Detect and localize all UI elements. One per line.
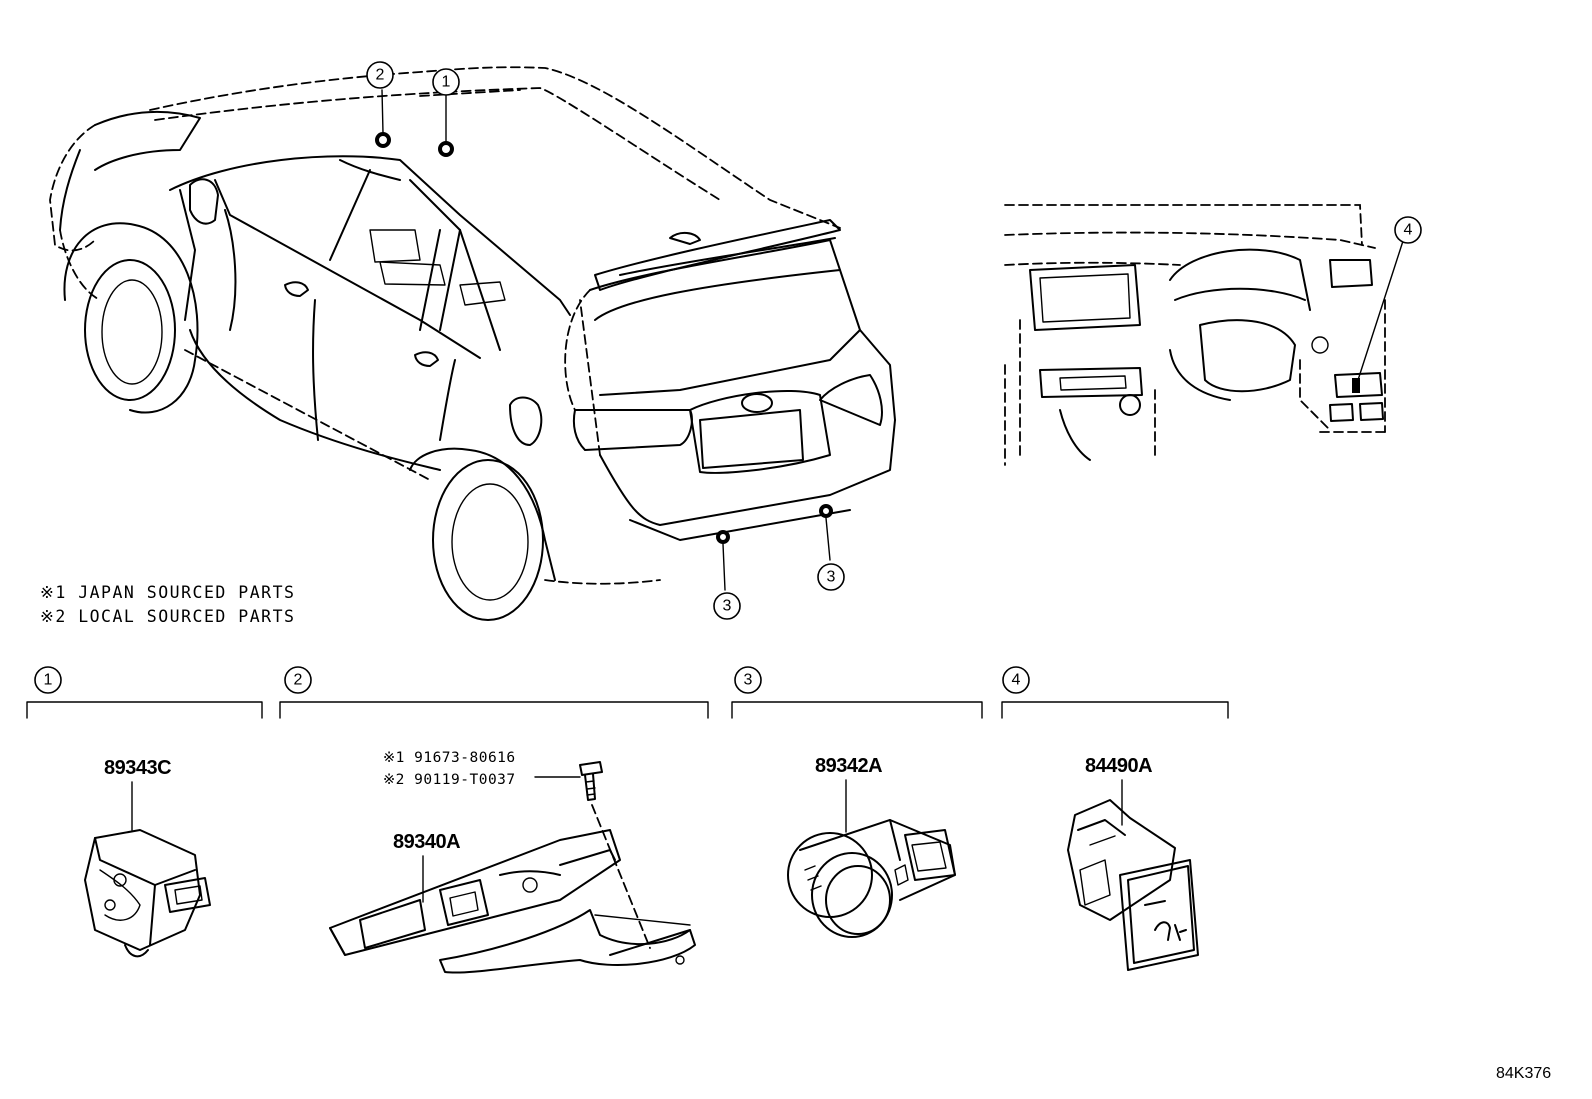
part-number-89343C: 89343C [104,757,171,779]
sensor-location-2-dot [375,132,391,148]
svg-text:4: 4 [1012,672,1021,689]
svg-text:2: 2 [294,672,303,689]
svg-text:1: 1 [44,672,53,689]
callout-2-top: 2 [366,61,394,89]
svg-text:3: 3 [723,598,732,615]
callout-3-right: 3 [817,563,845,591]
svg-text:3: 3 [827,569,836,586]
bolt-part-local: ※2 90119-T0037 [383,772,516,788]
part-number-89342A: 89342A [815,755,882,777]
sensor-module-part-1 [84,829,211,958]
callout-3-left: 3 [713,592,741,620]
sensor-bracket-part-2 [329,829,696,974]
svg-text:1: 1 [442,74,451,91]
parking-sensor-switch-part-4 [1067,799,1199,971]
callout-1-top: 1 [432,68,460,96]
svg-text:2: 2 [376,67,385,84]
part-number-84490A: 84490A [1085,755,1152,777]
bolt-part [579,761,603,801]
group-1-bracket: 1 [26,666,263,719]
group-3-bracket: 3 [731,666,983,719]
dashboard-illustration [1004,204,1404,466]
svg-text:3: 3 [744,672,753,689]
note-japan-sourced: ※1 JAPAN SOURCED PARTS [40,583,295,602]
sensor-location-3b-dot [819,504,833,518]
svg-text:4: 4 [1404,222,1413,239]
group-2-bracket: 2 [279,666,709,719]
dash-switch-panel [1334,372,1383,398]
part-number-89340A: 89340A [393,831,460,853]
vehicle-illustration [49,66,896,621]
bolt-part-japan: ※1 91673-80616 [383,750,516,766]
figure-code: 84K376 [1496,1065,1551,1082]
callout-4-dash: 4 [1394,216,1422,244]
sensor-location-1-dot [438,141,454,157]
sensor-location-3a-dot [716,530,730,544]
ultrasonic-sensor-part-3 [787,819,956,938]
group-4-bracket: 4 [1001,666,1229,719]
note-local-sourced: ※2 LOCAL SOURCED PARTS [40,607,295,626]
